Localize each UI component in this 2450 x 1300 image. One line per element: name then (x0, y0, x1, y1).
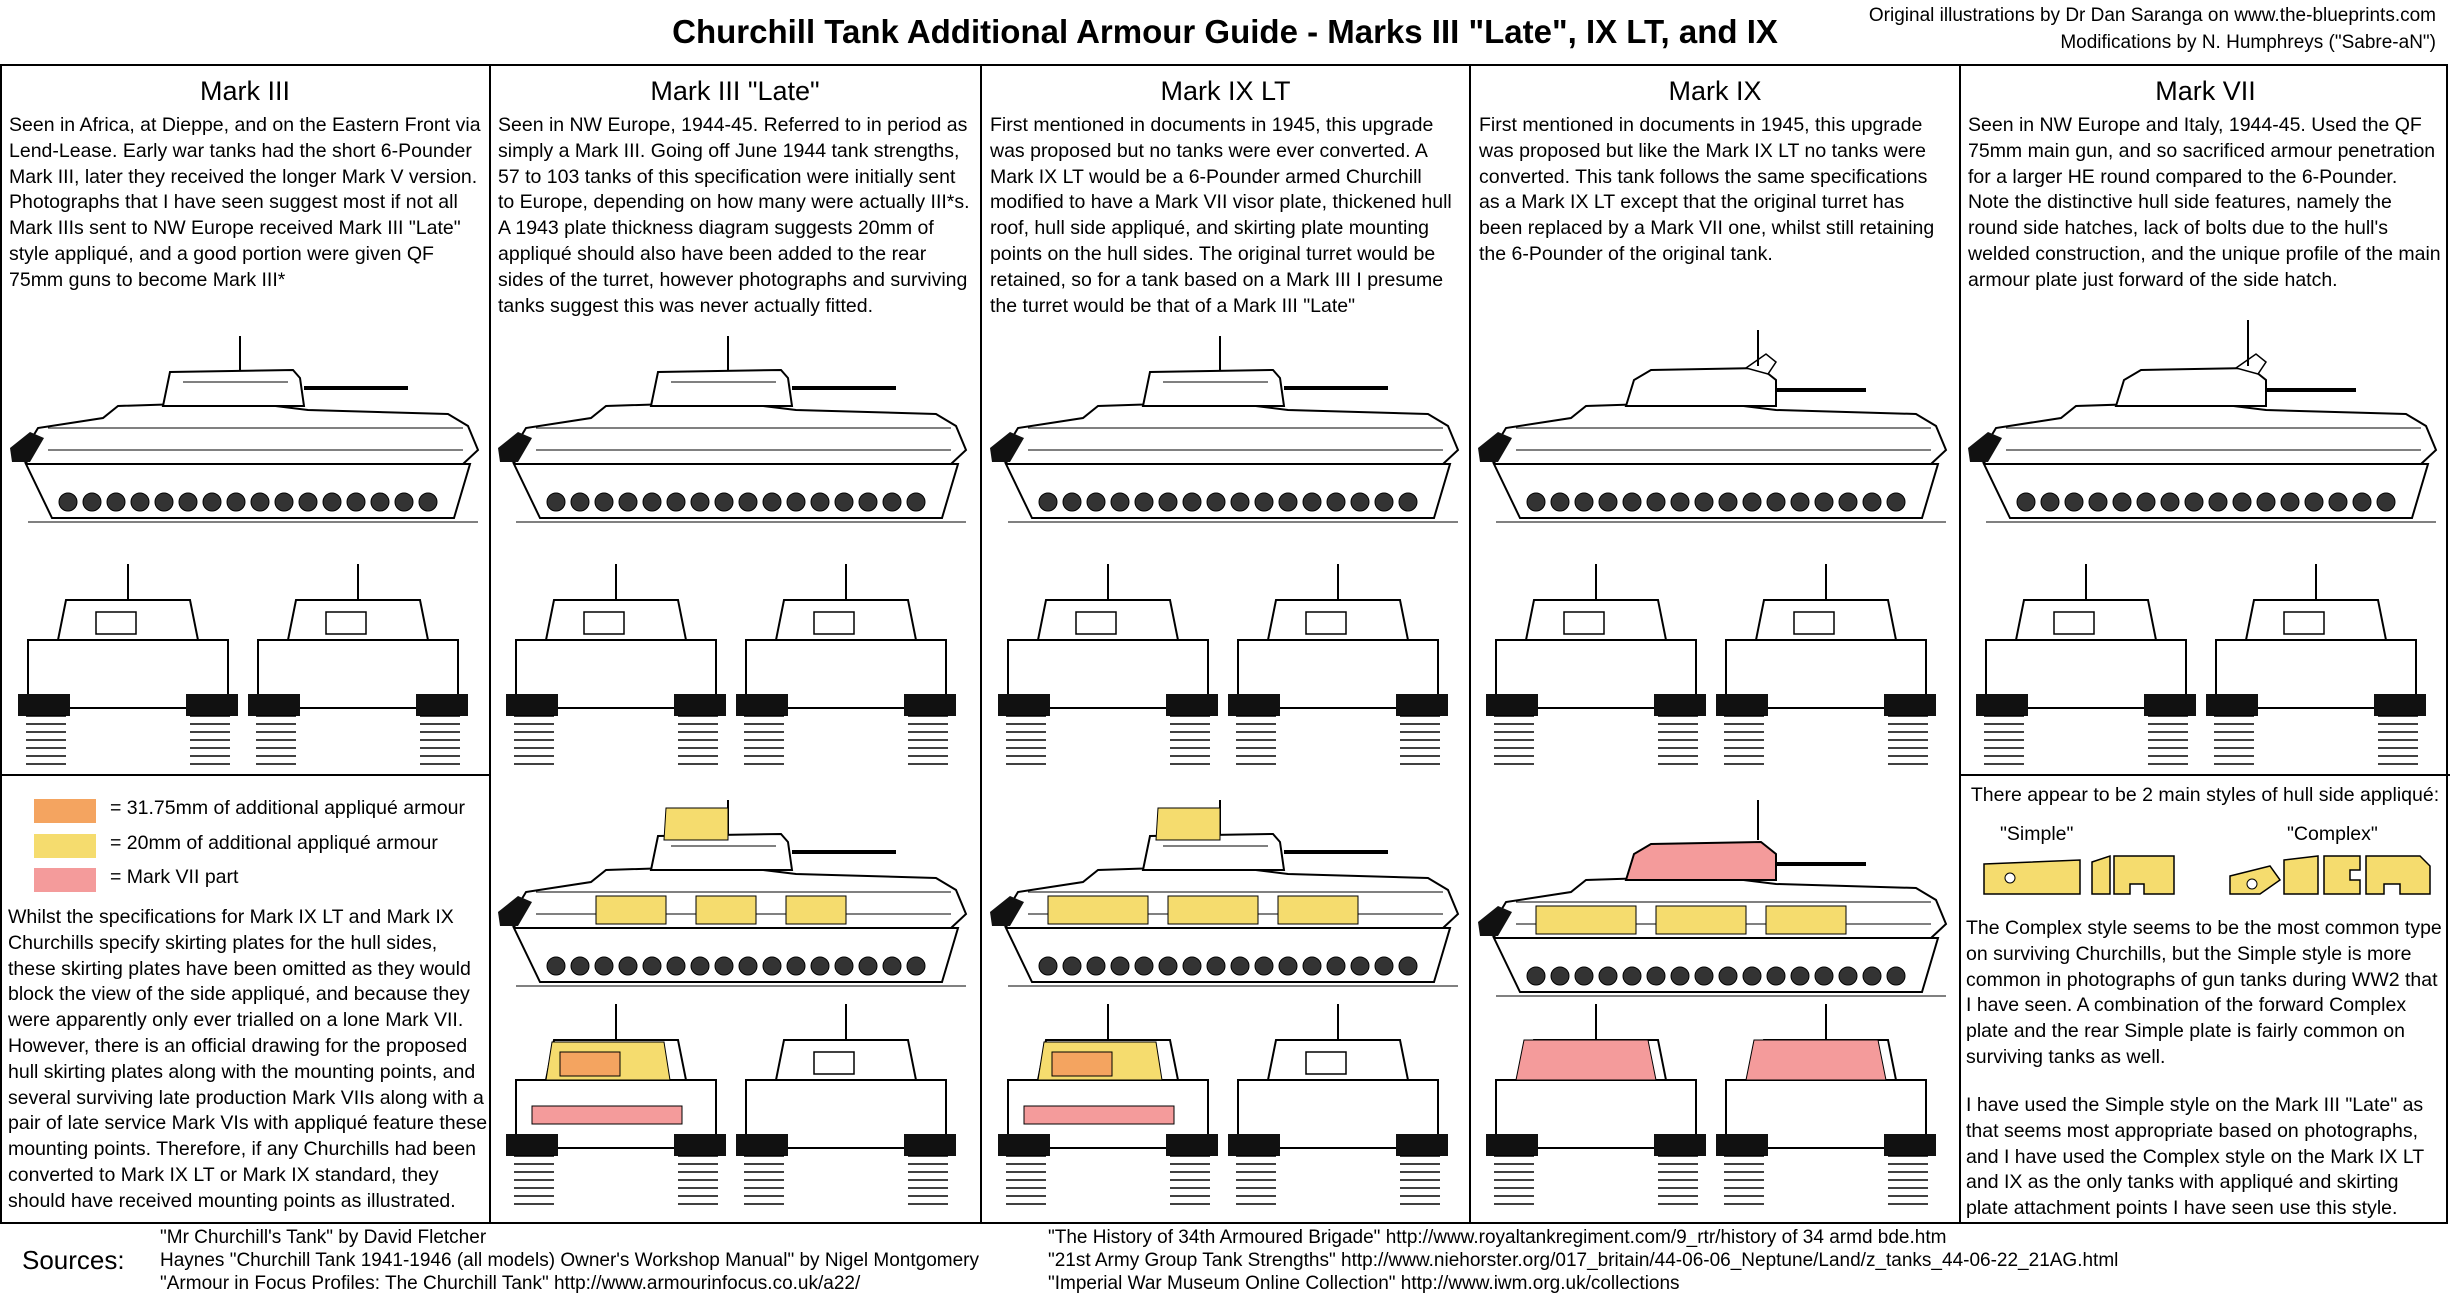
sources-right: "The History of 34th Armoured Brigade" h… (1048, 1226, 2443, 1295)
applique-styles-diagram (1983, 854, 2431, 895)
legend-label-20mm: = 20mm of additional appliqué armour (110, 832, 438, 854)
divider-3 (1469, 64, 1471, 1224)
credits: Original illustrations by Dr Dan Saranga… (1869, 2, 2436, 56)
main-frame (0, 64, 2448, 1224)
styles-heading: There appear to be 2 main styles of hull… (1970, 784, 2440, 806)
divider-1 (489, 64, 491, 1224)
credit-line-2: Modifications by N. Humphreys ("Sabre-aN… (2060, 32, 2436, 53)
illustration-mark-iii (9, 334, 479, 765)
legend-swatch-mark-vii-part (34, 868, 96, 892)
source-item: Haynes "Churchill Tank 1941-1946 (all mo… (160, 1250, 980, 1271)
legend-label-mark-vii-part: = Mark VII part (110, 866, 239, 888)
page-title: Churchill Tank Additional Armour Guide -… (672, 13, 1778, 50)
styles-paragraph-1: The Complex style seems to be the most c… (1966, 917, 2442, 1068)
style-complex-label: "Complex" (2287, 823, 2378, 845)
col-title-mark-ix: Mark IX (1668, 76, 1762, 106)
illustration-mark-iii-late (497, 334, 967, 765)
col-desc-mark-ix: First mentioned in documents in 1945, th… (1479, 114, 1935, 265)
style-simple-label: "Simple" (2000, 823, 2074, 845)
source-item: "Mr Churchill's Tank" by David Fletcher (160, 1227, 487, 1248)
credit-line-1: Original illustrations by Dr Dan Saranga… (1868, 5, 2436, 26)
col-title-mark-iii-late: Mark III "Late" (650, 76, 820, 106)
styles-paragraph-2: I have used the Simple style on the Mark… (1966, 1094, 2424, 1220)
col-title-mark-iii: Mark III (199, 76, 290, 106)
col-desc-mark-iii: Seen in Africa, at Dieppe, and on the Ea… (9, 114, 481, 291)
source-item: "21st Army Group Tank Strengths" http://… (1048, 1250, 2119, 1271)
illustration-mark-ix-lt (989, 334, 1459, 765)
source-item: "Armour in Focus Profiles: The Churchill… (160, 1273, 861, 1294)
divider-4 (1959, 64, 1961, 1224)
illustration-mark-ix (1477, 330, 1947, 765)
divider-right-h (1960, 774, 2450, 776)
legend-swatch-20mm (34, 834, 96, 858)
illustration-mark-ix-armour (1477, 800, 1947, 1205)
col-desc-mark-vii: Seen in NW Europe and Italy, 1944-45. Us… (1968, 114, 2441, 291)
col-title-mark-vii: Mark VII (2155, 76, 2256, 106)
source-item: "The History of 34th Armoured Brigade" h… (1048, 1227, 1947, 1248)
col-title-mark-ix-lt: Mark IX LT (1160, 76, 1291, 106)
divider-left-h (0, 774, 490, 776)
sources-label: Sources: (22, 1245, 125, 1275)
legend-label-31mm: = 31.75mm of additional appliqué armour (110, 797, 466, 819)
illustration-mark-ix-lt-armour (989, 800, 1459, 1205)
skirting-note: Whilst the specifications for Mark IX LT… (8, 906, 488, 1212)
col-desc-mark-ix-lt: First mentioned in documents in 1945, th… (990, 114, 1452, 317)
source-item: "Imperial War Museum Online Collection" … (1048, 1273, 1680, 1294)
divider-2 (980, 64, 982, 1224)
legend-swatch-31mm (34, 799, 96, 823)
sources-left: "Mr Churchill's Tank" by David Fletcher … (160, 1226, 1040, 1295)
illustration-mark-iii-late-armour (497, 800, 967, 1205)
col-desc-mark-iii-late: Seen in NW Europe, 1944-45. Referred to … (498, 114, 970, 317)
illustration-mark-vii (1967, 320, 2437, 765)
